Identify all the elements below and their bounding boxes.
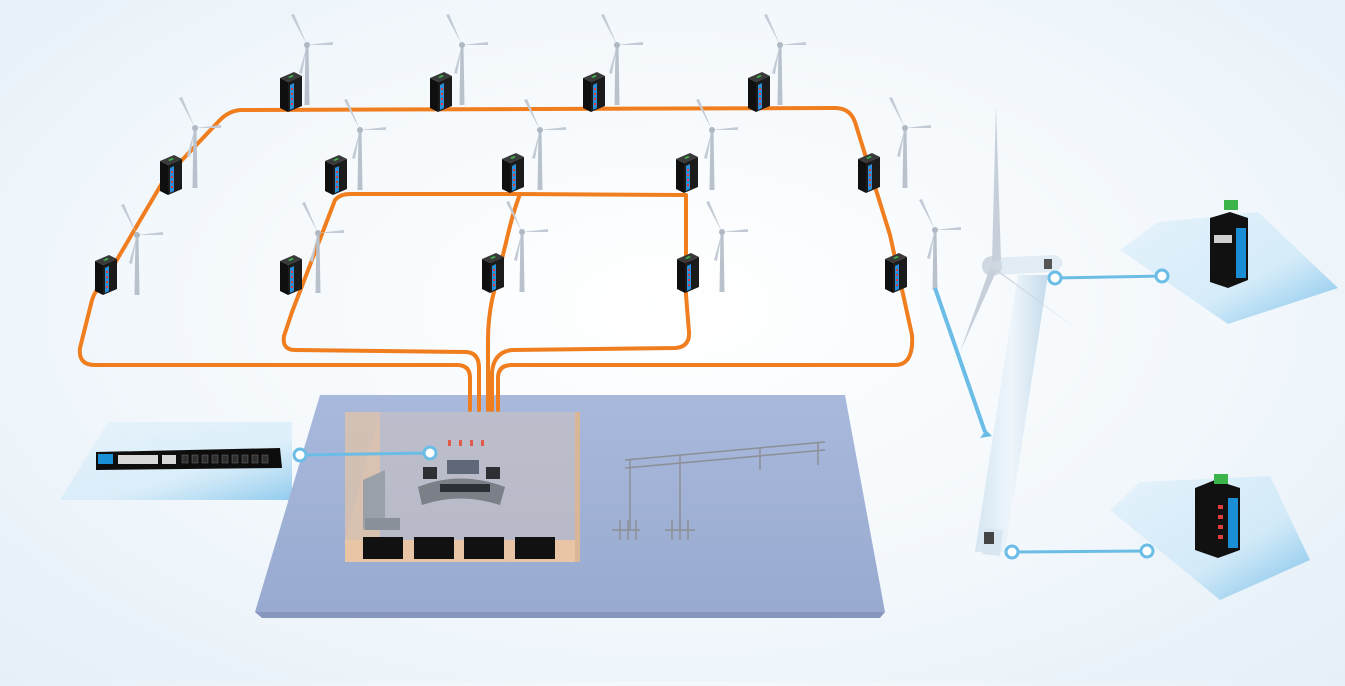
- wind-turbines: [121, 14, 961, 295]
- connection-node-icon: [1139, 543, 1155, 559]
- din-rail-switch-icon: [280, 72, 302, 112]
- wind-turbine-icon: [344, 99, 386, 190]
- base-to-bottom-din-link: [1011, 549, 1148, 554]
- din-rail-switch-icon: [325, 155, 347, 195]
- wind-turbine-icon: [302, 202, 344, 293]
- outer-ring: [77, 106, 915, 412]
- din-rail-switch-icon: [583, 72, 605, 112]
- wind-turbine-icon: [446, 14, 488, 105]
- connection-node-icon: [1004, 544, 1020, 560]
- rackmount-managed-switch-icon: [96, 448, 282, 470]
- wind-turbine-icon: [889, 97, 931, 188]
- din-rail-switch-icon: [676, 153, 698, 193]
- din-rail-switch-icon: [885, 253, 907, 293]
- wind-turbine-icon: [919, 199, 961, 290]
- din-switch-top: [1210, 200, 1248, 288]
- field-switches: [95, 72, 907, 295]
- large-wind-turbine: [960, 105, 1078, 556]
- substation-icon: [612, 441, 826, 540]
- field-to-turbine-arrow: [933, 287, 987, 433]
- din-rail-switch-icon: [482, 253, 504, 293]
- din-rail-switch-icon: [502, 153, 524, 193]
- din-rail-switch-icon: [858, 153, 880, 193]
- inner-left-ring: [281, 192, 522, 412]
- nacelle-to-top-din-link: [1054, 274, 1163, 280]
- connection-node-icon: [1047, 270, 1063, 286]
- wind-turbine-icon: [706, 201, 748, 292]
- connection-node-icon: [1154, 268, 1170, 284]
- wind-turbine-icon: [524, 99, 566, 190]
- din-rail-switch-icon: [748, 72, 770, 112]
- rack-to-control-link: [299, 451, 431, 457]
- inner-right-ring: [490, 192, 692, 412]
- din-switch-bottom: [1195, 474, 1240, 558]
- control-room-icon: [345, 412, 580, 562]
- wind-turbine-icon: [601, 14, 643, 105]
- din-rail-switch-icon: [430, 72, 452, 112]
- wind-turbine-icon: [764, 14, 806, 105]
- connection-node-icon: [422, 445, 438, 461]
- connection-node-icon: [292, 447, 308, 463]
- din-rail-switch-icon: [280, 255, 302, 295]
- din-rail-switch-icon: [95, 255, 117, 295]
- din-rail-switch-icon: [677, 253, 699, 293]
- din-rail-switch-icon: [160, 155, 182, 195]
- wind-turbine-icon: [696, 99, 738, 190]
